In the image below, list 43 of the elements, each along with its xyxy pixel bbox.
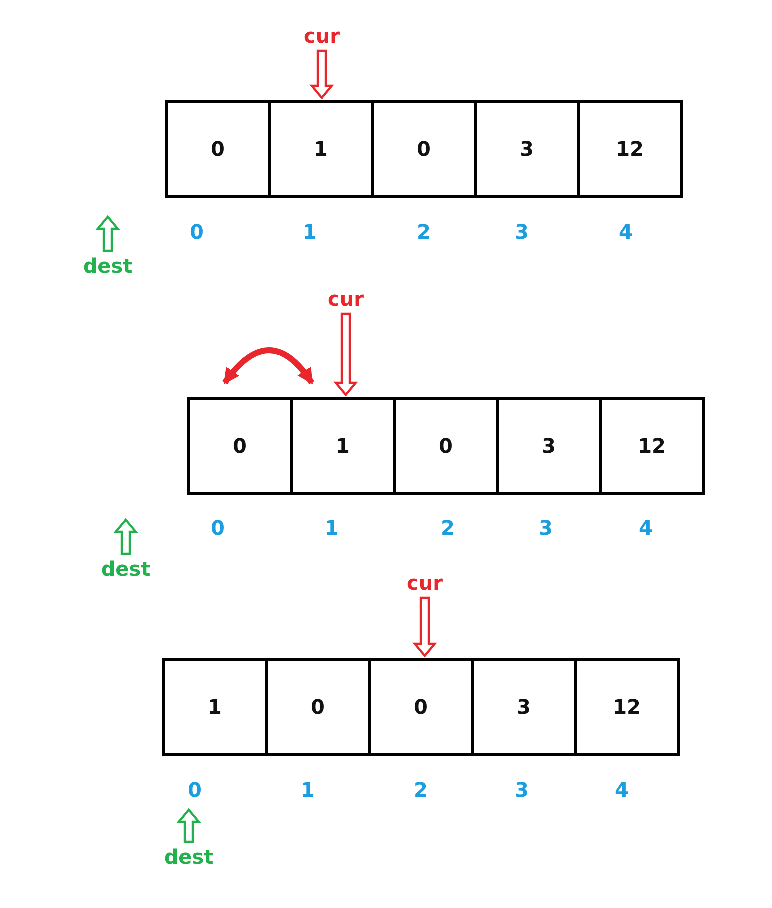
pointer-arrow [412,596,438,658]
array-cell: 0 [393,397,499,495]
curved-arrow [222,348,314,385]
index-label: 2 [413,778,429,802]
array-cell: 0 [368,658,474,756]
index-label: 2 [440,516,456,540]
index-label: 2 [416,220,432,244]
index-label: 0 [210,516,226,540]
array-cell: 12 [574,658,680,756]
index-label: 0 [189,220,205,244]
index-label: 4 [638,516,654,540]
pointer-label: cur [401,570,449,596]
index-label: 3 [514,778,530,802]
pointer-label: cur [298,23,346,49]
index-label: 3 [538,516,554,540]
pointer-arrow [310,50,334,100]
array-cell: 12 [577,100,683,198]
pointer-arrow [114,518,138,556]
index-label: 1 [300,778,316,802]
array-cell: 1 [268,100,374,198]
pointer-arrow [96,215,120,252]
pointer-arrow [334,312,358,397]
pointer-label: dest [78,253,138,279]
pointer-label: dest [159,844,219,870]
pointer-label: dest [96,556,156,582]
array-cell: 0 [187,397,293,495]
pointer-label: cur [322,286,370,312]
array-cell: 0 [265,658,371,756]
index-label: 1 [302,220,318,244]
array-cell: 0 [165,100,271,198]
array-cell: 3 [496,397,602,495]
index-label: 4 [614,778,630,802]
index-label: 0 [187,778,203,802]
array-cell: 1 [290,397,396,495]
array-cell: 12 [599,397,705,495]
index-label: 3 [514,220,530,244]
index-label: 4 [618,220,634,244]
index-label: 1 [324,516,340,540]
pointer-arrow [176,808,202,844]
array-cell: 3 [471,658,577,756]
array-cell: 0 [371,100,477,198]
array-cell: 1 [162,658,268,756]
array-cell: 3 [474,100,580,198]
